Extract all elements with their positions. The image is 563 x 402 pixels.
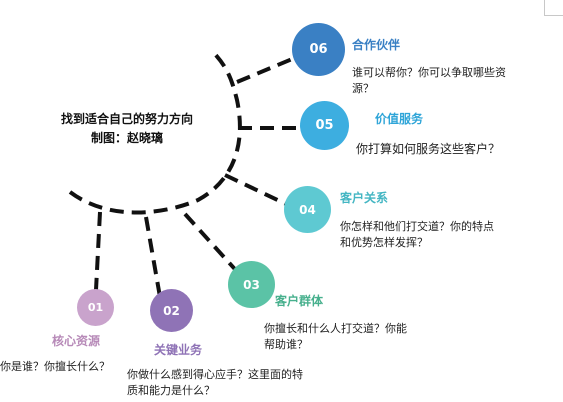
branch-line-03 bbox=[183, 212, 244, 279]
node-03-description: 你擅长和什么人打交道？你能帮助谁？ bbox=[264, 322, 407, 351]
corner-mark-vertical bbox=[544, 0, 545, 16]
node-03: 03 bbox=[228, 261, 275, 308]
branch-line-06 bbox=[236, 55, 298, 84]
node-01-description: 你是谁？你擅长什么？ bbox=[0, 360, 110, 373]
node-03-number: 03 bbox=[243, 277, 260, 292]
node-06-description: 谁可以帮你？你可以争取哪些资源？ bbox=[352, 66, 506, 95]
node-06-number: 06 bbox=[309, 42, 328, 57]
node-02: 02 bbox=[150, 289, 193, 332]
node-04-title: 客户关系 bbox=[340, 191, 389, 205]
diagram-title: 找到适合自己的努力方向 bbox=[60, 112, 193, 126]
node-01: 01 bbox=[77, 289, 114, 326]
node-02-number: 02 bbox=[163, 303, 180, 318]
diagram-author: 制图：赵晓璃 bbox=[90, 131, 163, 145]
branch-line-02 bbox=[144, 216, 162, 298]
node-03-title: 客户群体 bbox=[275, 294, 324, 308]
node-05-number: 05 bbox=[315, 118, 334, 133]
node-04-description: 你怎样和他们打交道？你的特点和优势怎样发挥？ bbox=[340, 220, 494, 249]
node-01-number: 01 bbox=[87, 301, 104, 314]
branch-line-04 bbox=[224, 173, 287, 206]
trunk-line bbox=[68, 50, 242, 215]
node-05-title: 价值服务 bbox=[375, 112, 424, 126]
branch-line-01 bbox=[94, 211, 102, 291]
node-02-title: 关键业务 bbox=[154, 343, 203, 357]
node-05-description: 你打算如何服务这些客户？ bbox=[356, 142, 501, 156]
node-04: 04 bbox=[284, 186, 331, 233]
corner-mark-horizontal bbox=[544, 15, 563, 16]
node-04-number: 04 bbox=[299, 202, 316, 217]
node-02-description: 你做什么感到得心应手？这里面的特质和能力是什么？ bbox=[127, 368, 303, 397]
node-05: 05 bbox=[300, 101, 349, 150]
node-01-title: 核心资源 bbox=[52, 334, 101, 348]
node-06: 06 bbox=[292, 23, 345, 76]
node-06-title: 合作伙伴 bbox=[352, 38, 401, 52]
